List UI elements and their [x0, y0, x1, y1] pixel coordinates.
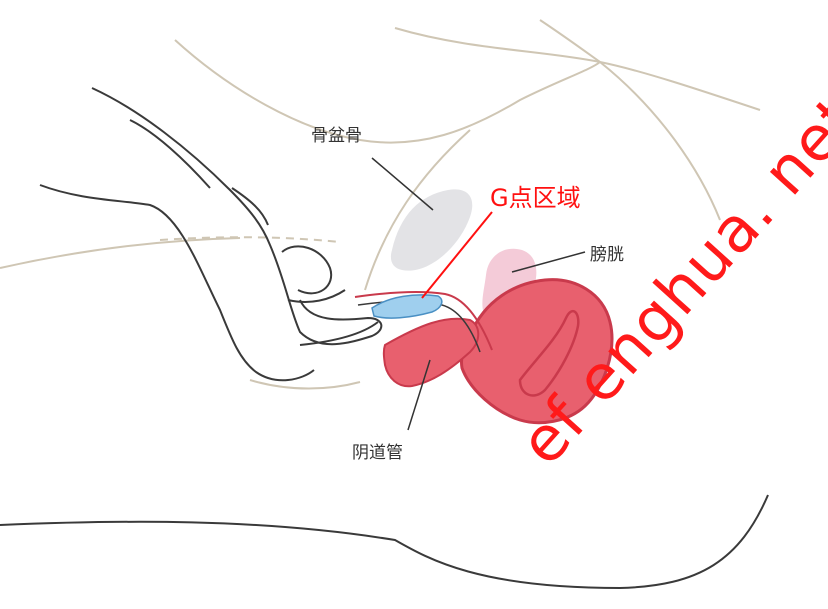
pubic-bone-pointer [371, 157, 434, 211]
right-upper-curve [539, 19, 601, 63]
vagina-pointer [407, 359, 431, 431]
g-spot-pointer [421, 211, 493, 299]
pubic-bone-shape [390, 189, 473, 271]
hand-outline [91, 87, 383, 346]
g-spot-region [371, 294, 443, 319]
upper-thigh-outline [174, 39, 601, 144]
hand-palm-outline [39, 184, 315, 382]
bladder-label: 膀胱 [590, 245, 624, 265]
abdomen-outline [394, 27, 761, 111]
bladder-pointer [511, 251, 586, 273]
vaginal-canal-shape [382, 317, 480, 388]
perineum-line [249, 379, 361, 390]
g-spot-area-label: G点区域 [490, 184, 581, 212]
pubic-bone-label: 骨盆骨 [311, 126, 362, 146]
left-thigh-dashed [159, 236, 341, 243]
hand-fingers-outline [231, 187, 379, 346]
urethra-line [354, 290, 493, 351]
left-thigh-outline [0, 237, 241, 269]
vaginal-canal-label: 阴道管 [352, 443, 403, 463]
hand-wrist-outline [129, 119, 211, 189]
uterine-cavity [518, 309, 580, 397]
lower-body-outline [0, 494, 769, 590]
pelvis-front-line [364, 129, 471, 291]
torso-outline [599, 61, 721, 221]
